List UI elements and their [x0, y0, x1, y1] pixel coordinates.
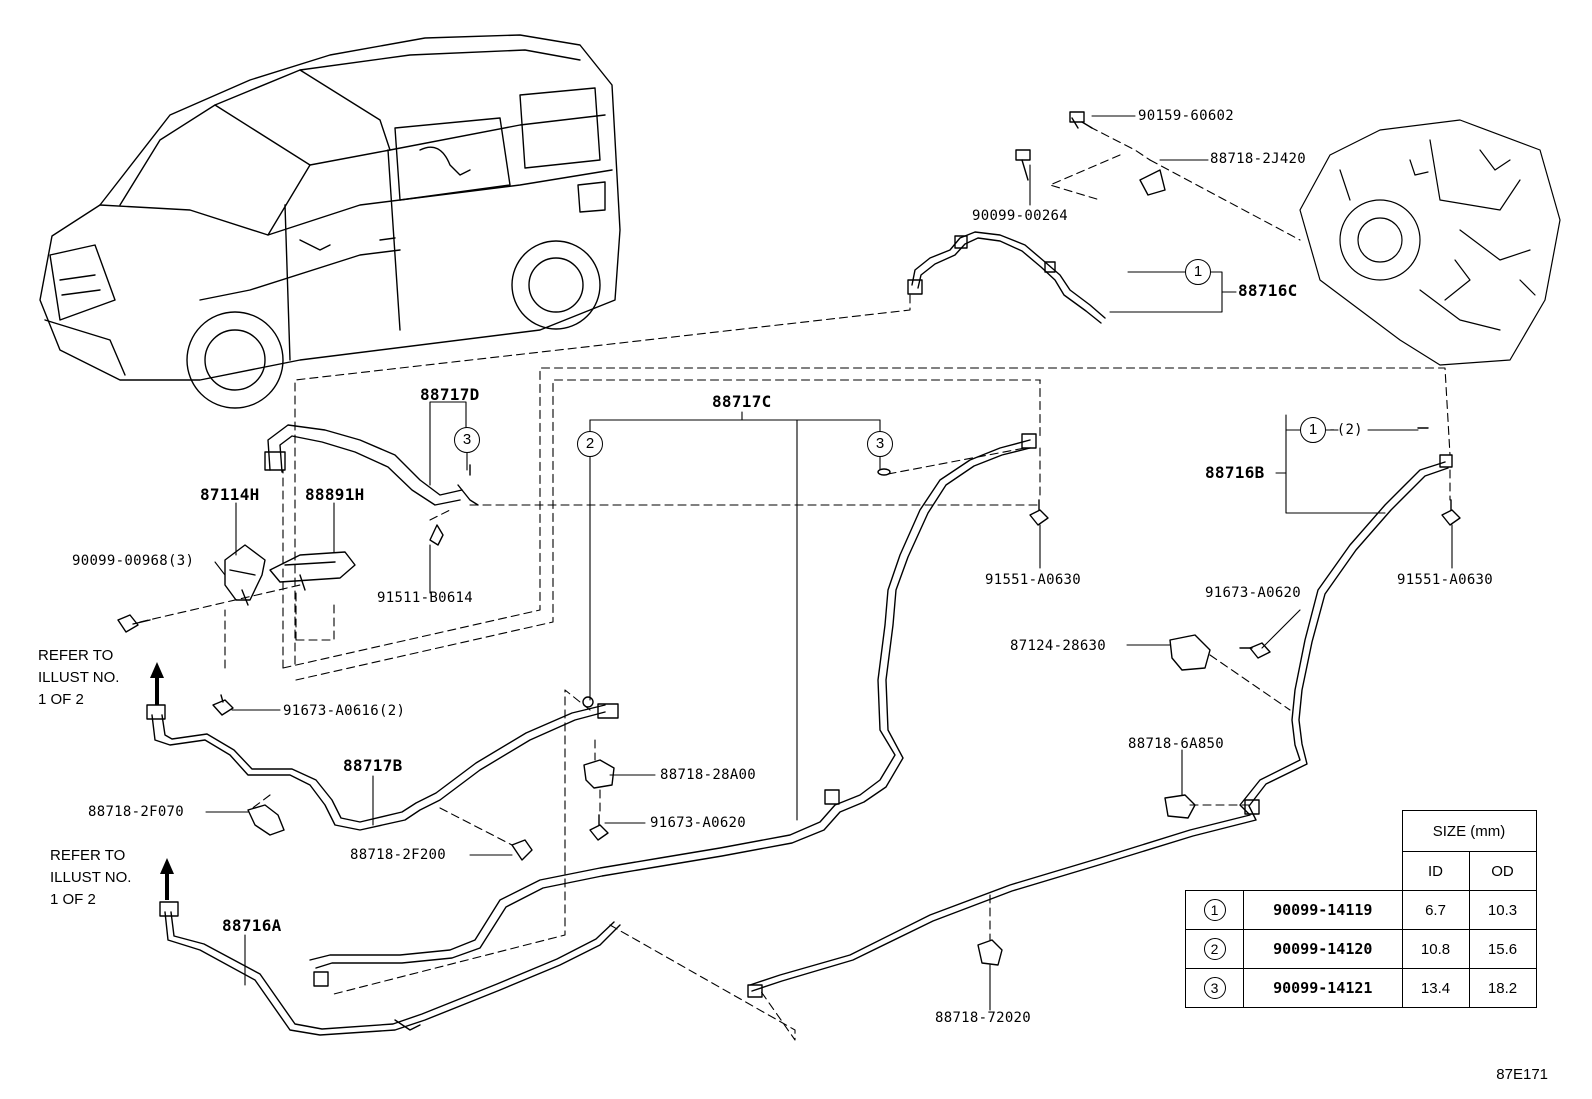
table-row-number: 3: [1203, 977, 1226, 999]
hose-88717C: [309, 433, 1037, 987]
dashed-links: [139, 126, 1451, 1041]
table-header-id: ID: [1401, 851, 1470, 891]
table-header-row: SIZE (mm): [1186, 810, 1537, 852]
diagram-id: 87E171: [1496, 1066, 1548, 1083]
label-88718-6A850: 88718-6A850: [1128, 736, 1225, 752]
hose-88717B: [146, 703, 619, 831]
label-91673-A0616: 91673-A0616(2): [283, 703, 406, 719]
table-row-number: 1: [1203, 899, 1226, 921]
clamps: [247, 634, 1211, 966]
label-90099-00968: 90099-00968(3): [72, 553, 195, 569]
table-row-od: 15.6: [1468, 929, 1537, 969]
label-88718-2F200: 88718-2F200: [350, 847, 447, 863]
label-88718-28A00: 88718-28A00: [660, 767, 757, 783]
label-90099-00264: 90099-00264: [972, 208, 1069, 224]
label-88716A: 88716A: [222, 916, 282, 935]
label-88891H: 88891H: [305, 485, 365, 504]
label-88718-2J420: 88718-2J420: [1210, 151, 1307, 167]
table-row-number: 2: [1203, 938, 1226, 960]
label-87124-28630: 87124-28630: [1010, 638, 1107, 654]
label-88717D: 88717D: [420, 385, 480, 404]
table-header-od: OD: [1468, 851, 1537, 891]
table-subheader-row: ID OD: [1186, 851, 1537, 891]
table-row-part: 90099-14120: [1243, 929, 1403, 969]
table-row: 3 90099-14121 13.4 18.2: [1185, 968, 1537, 1008]
table-row-part: 90099-14121: [1243, 968, 1403, 1008]
seal-rings: [877, 427, 1429, 476]
hose-88717D: [264, 424, 479, 546]
bracket-87114H: [224, 544, 356, 606]
label-88717C: 88717C: [712, 392, 772, 411]
table-row: 2 90099-14120 10.8 15.6: [1185, 929, 1537, 969]
callout-2: 2: [577, 431, 603, 457]
callout-1-right: 1: [1300, 417, 1326, 443]
label-88718-2F070: 88718-2F070: [88, 804, 185, 820]
label-91673-A0620-right: 91673-A0620: [1205, 585, 1302, 601]
label-88718-72020: 88718-72020: [935, 1010, 1032, 1026]
label-88716B: 88716B: [1205, 463, 1265, 482]
callout-1-top: 1: [1185, 259, 1211, 285]
table-row-od: 10.3: [1468, 890, 1537, 930]
label-qty-2: -(2): [1328, 422, 1363, 438]
hose-88716A: [159, 901, 621, 1036]
hose-88716C: [907, 111, 1166, 324]
transaxle-illustration: [1299, 119, 1561, 366]
table-row-id: 13.4: [1401, 968, 1470, 1008]
callout-3-top: 3: [454, 427, 480, 453]
label-91673-A0620-mid: 91673-A0620: [650, 815, 747, 831]
bolts: [117, 499, 1461, 841]
label-90159-60602: 90159-60602: [1138, 108, 1235, 124]
reference-arrows: [150, 662, 174, 900]
hose-88716B: [747, 454, 1453, 998]
table-header-size: SIZE (mm): [1401, 810, 1537, 852]
label-88717B: 88717B: [343, 756, 403, 775]
hose-size-table: SIZE (mm) ID OD 1 90099-14119 6.7 10.3 2…: [1185, 810, 1537, 1008]
label-87114H: 87114H: [200, 485, 260, 504]
table-row: 1 90099-14119 6.7 10.3: [1185, 890, 1537, 930]
callout-3-mid: 3: [867, 431, 893, 457]
vehicle-illustration: [39, 34, 621, 409]
label-91511-B0614: 91511-B0614: [377, 590, 474, 606]
label-88716C: 88716C: [1238, 281, 1298, 300]
refer-note-top: REFER TO ILLUST NO. 1 OF 2: [38, 647, 120, 708]
table-row-id: 10.8: [1401, 929, 1470, 969]
refer-note-bottom: REFER TO ILLUST NO. 1 OF 2: [50, 847, 132, 908]
table-row-id: 6.7: [1401, 890, 1470, 930]
label-91551-A0630-mid: 91551-A0630: [985, 572, 1082, 588]
table-row-od: 18.2: [1468, 968, 1537, 1008]
leader-lines: [205, 115, 1453, 1011]
label-91551-A0630-right: 91551-A0630: [1397, 572, 1494, 588]
table-row-part: 90099-14119: [1243, 890, 1403, 930]
